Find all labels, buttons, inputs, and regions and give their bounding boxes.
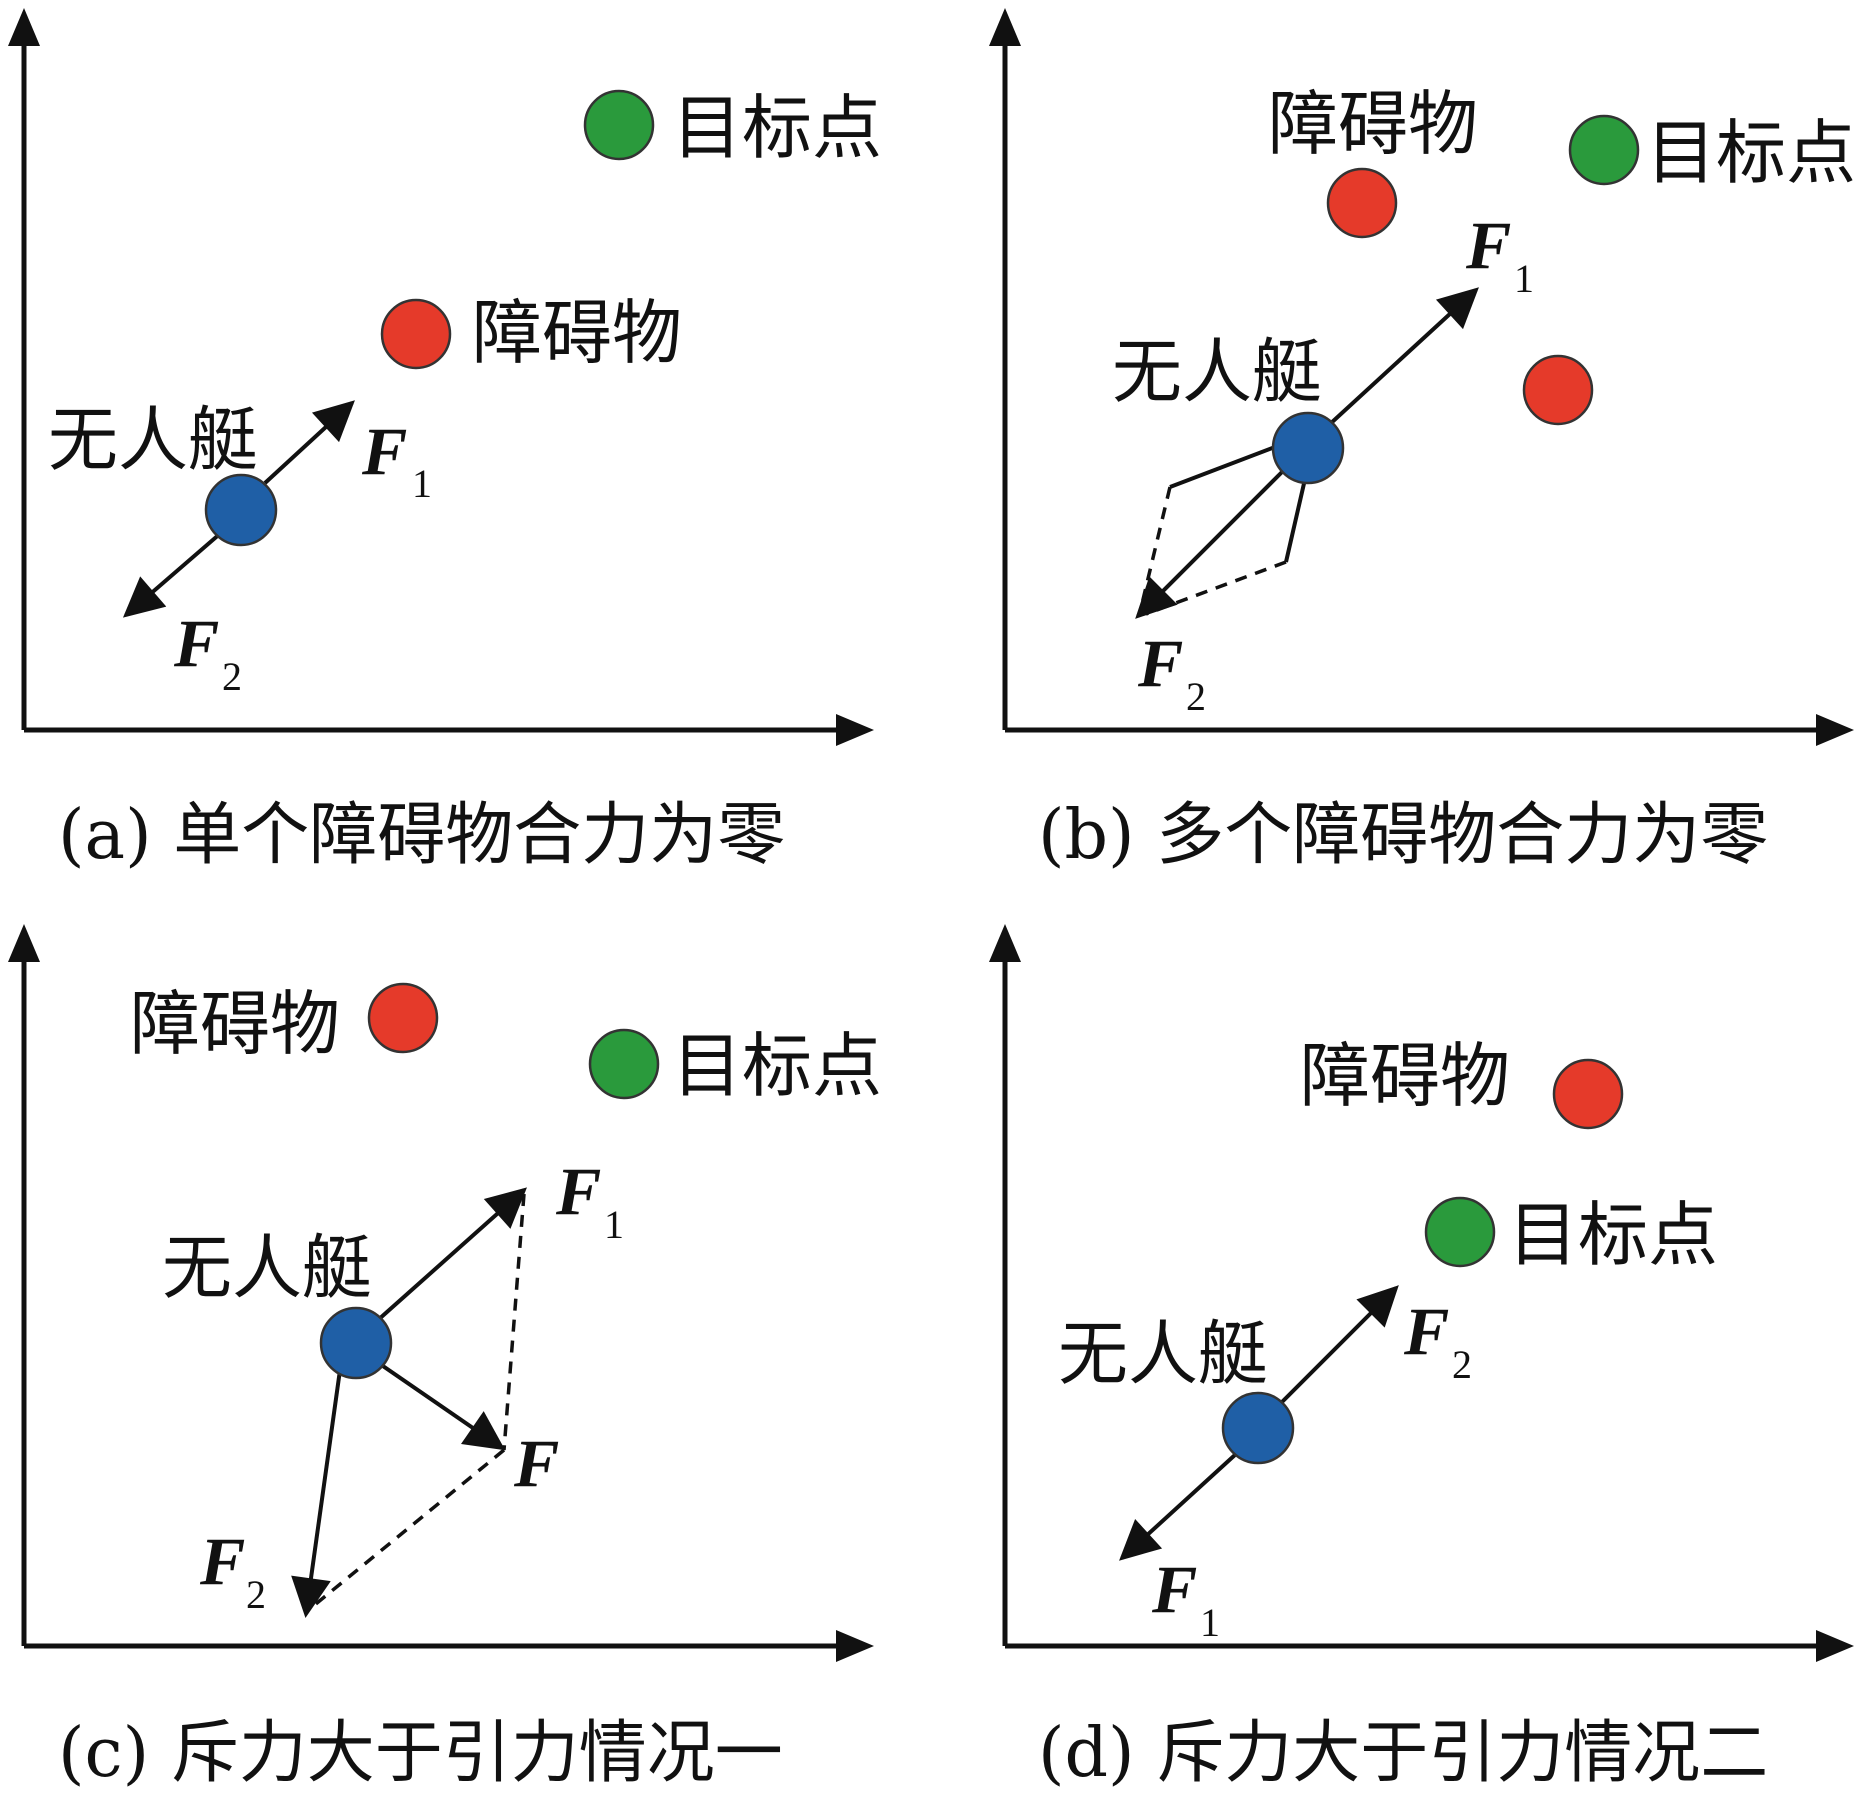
target-point	[583, 89, 655, 161]
force-f2-label: F	[199, 1523, 245, 1599]
resultant-force-arrow	[378, 1362, 506, 1451]
axes	[8, 924, 874, 1662]
y-axis-arrowhead	[989, 8, 1021, 46]
usv-point	[1221, 1391, 1295, 1465]
force-f2-subscript: 2	[222, 654, 242, 699]
force-f1-subscript: 1	[1200, 1600, 1220, 1645]
usv-point	[1271, 411, 1345, 485]
axes	[8, 8, 874, 746]
y-axis-arrowhead	[8, 8, 40, 46]
x-axis-arrowhead	[1816, 714, 1854, 746]
force-f2-arrow	[1135, 468, 1286, 619]
usv-label: 无人艇	[48, 399, 258, 481]
force-f2-subscript: 2	[1186, 674, 1206, 719]
force-f2-arrow	[1278, 1285, 1399, 1406]
caption-c: (c) 斥力大于引力情况一	[58, 1714, 783, 1793]
target-label: 目标点	[1646, 112, 1856, 194]
caption-d: (d) 斥力大于引力情况二	[1038, 1714, 1768, 1793]
usv-point	[319, 1306, 393, 1380]
force-f1-label: F	[555, 1153, 601, 1229]
obstacle-label: 障碍物	[130, 983, 340, 1065]
force-f2-label: F	[1403, 1293, 1449, 1369]
obstacle-point	[367, 982, 439, 1054]
dashed-construction-2	[1145, 560, 1287, 616]
panel-c: 障碍物 目标点 无人艇 F 1 F F 2 (c) 斥力大于引力情况一	[8, 924, 882, 1793]
force-f2-subscript: 2	[246, 1572, 266, 1617]
force-f1-label: F	[1465, 207, 1511, 283]
obstacle-label: 障碍物	[1300, 1035, 1510, 1117]
force-f1-subscript: 1	[1514, 256, 1534, 301]
force-f1-arrow	[263, 400, 355, 485]
axes	[989, 924, 1854, 1662]
x-axis-arrowhead	[836, 714, 874, 746]
y-axis-arrowhead	[989, 924, 1021, 962]
obstacle-label: 障碍物	[472, 292, 682, 374]
force-f2-label: F	[173, 605, 219, 681]
force-f1-arrow	[376, 1187, 527, 1322]
panel-a: 目标点 障碍物 无人艇 F 1 F 2 (a) 单个障碍物合力为零	[8, 8, 882, 875]
panel-d: 障碍物 目标点 无人艇 F 2 F 1 (d) 斥力大于引力情况二	[989, 924, 1854, 1793]
panel-b: 障碍物 目标点 无人艇 F 1 F 2 (b) 多个障碍物合力为零	[989, 8, 1856, 875]
obstacle-point	[380, 298, 452, 370]
x-axis-arrowhead	[836, 1630, 874, 1662]
dashed-construction-1	[502, 1193, 526, 1451]
target-point	[1424, 1196, 1496, 1268]
usv-label: 无人艇	[162, 1227, 372, 1309]
force-f1-arrow	[1328, 287, 1479, 426]
dashed-construction-2	[304, 1448, 506, 1614]
force-f2-arrow	[291, 1369, 342, 1618]
x-axis-arrowhead	[1816, 1630, 1854, 1662]
force-f2-arrow	[122, 530, 224, 618]
caption-a: (a) 单个障碍物合力为零	[58, 796, 785, 875]
obstacle-label: 障碍物	[1268, 83, 1478, 165]
force-f1-arrow	[1119, 1452, 1238, 1561]
force-f1-subscript: 1	[604, 1202, 624, 1247]
axes	[989, 8, 1854, 746]
usv-label: 无人艇	[1112, 331, 1322, 413]
caption-b: (b) 多个障碍物合力为零	[1038, 796, 1768, 875]
target-label: 目标点	[672, 87, 882, 169]
y-axis-arrowhead	[8, 924, 40, 962]
target-label: 目标点	[672, 1025, 882, 1107]
force-f1-label: F	[1151, 1551, 1197, 1627]
target-label: 目标点	[1508, 1194, 1718, 1276]
force-f1-label: F	[361, 413, 407, 489]
obstacle-point	[1552, 1058, 1624, 1130]
obstacle-point-1	[1326, 167, 1398, 239]
force-f2-subscript: 2	[1452, 1342, 1472, 1387]
force-f2-label: F	[1137, 625, 1183, 701]
target-point	[1568, 114, 1640, 186]
usv-label: 无人艇	[1058, 1313, 1268, 1395]
target-point	[588, 1028, 660, 1100]
component-line-1	[1169, 440, 1289, 489]
force-f-label: F	[513, 1425, 559, 1501]
dashed-construction-1	[1138, 486, 1172, 613]
force-f1-subscript: 1	[412, 461, 432, 506]
usv-point	[204, 473, 278, 547]
obstacle-point-2	[1522, 354, 1594, 426]
